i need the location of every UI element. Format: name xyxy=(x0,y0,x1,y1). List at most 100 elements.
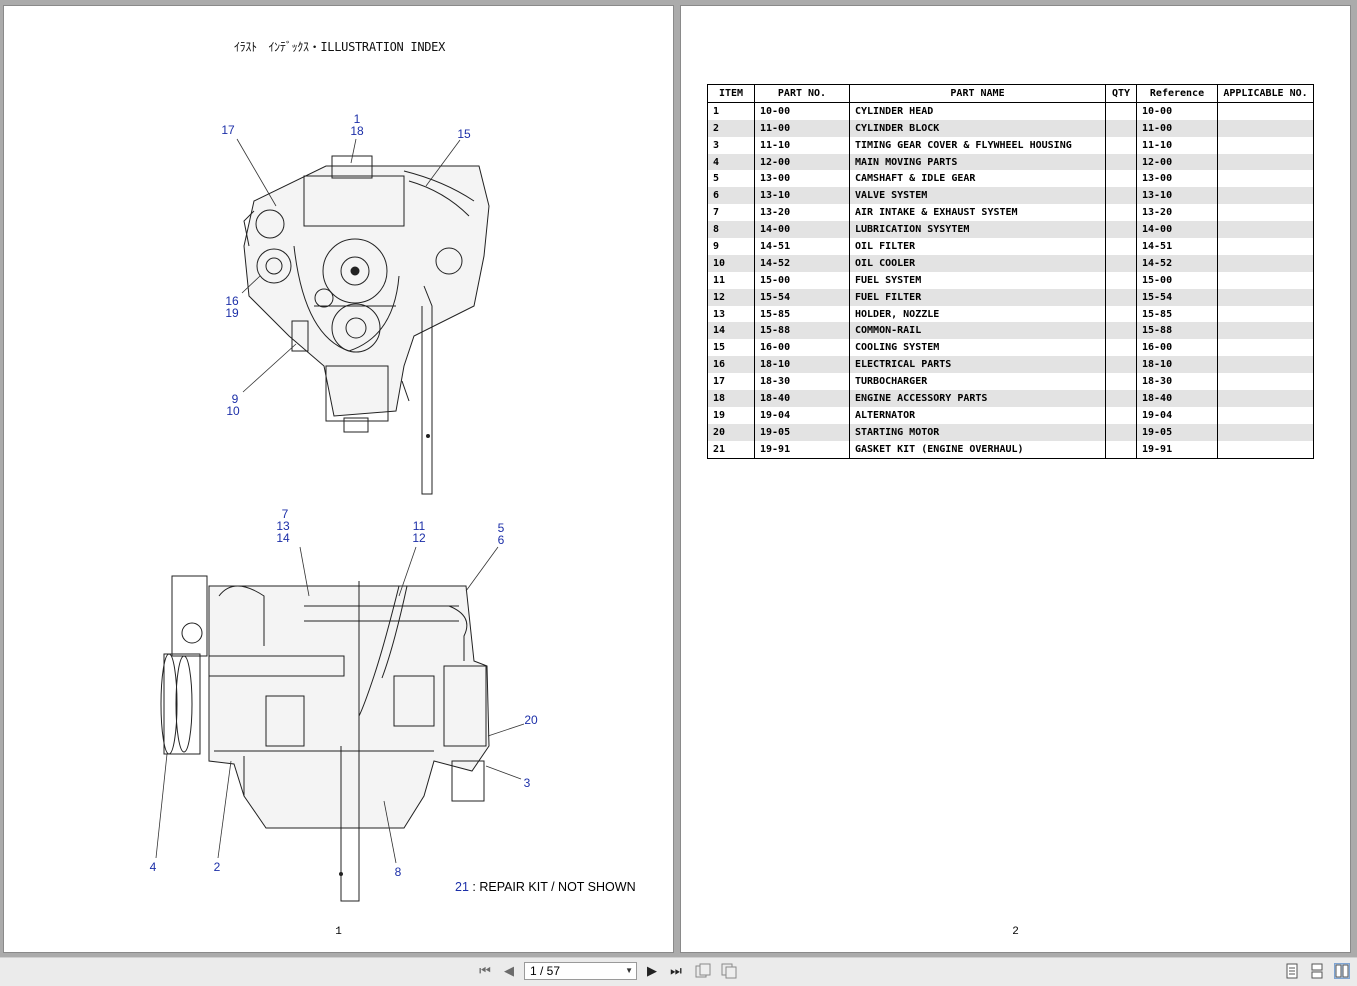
illustration-index-title: ｲﾗｽﾄ ｲﾝﾃﾞｯｸｽ・ILLUSTRATION INDEX xyxy=(233,40,446,54)
engine-front-view-drawing xyxy=(243,155,490,495)
first-page-icon[interactable]: ⏮ xyxy=(479,963,491,978)
table-cell xyxy=(1105,187,1137,205)
table-cell xyxy=(1217,440,1314,459)
table-cell: 14-00 xyxy=(1136,221,1218,239)
table-cell: 14-52 xyxy=(754,254,850,272)
table-cell: OIL FILTER xyxy=(849,238,1106,255)
table-cell xyxy=(1105,390,1137,407)
table-cell: 18-30 xyxy=(754,373,850,391)
column-header: ITEM xyxy=(707,84,755,103)
table-cell: COMMON-RAIL xyxy=(849,322,1106,340)
table-cell xyxy=(1217,305,1314,323)
two-page-view-icon[interactable] xyxy=(1334,963,1350,979)
table-cell: 15-88 xyxy=(754,322,850,340)
table-cell xyxy=(1105,406,1137,424)
table-cell: 16-00 xyxy=(754,339,850,357)
page-number-input[interactable]: 1 / 57 ▼ xyxy=(524,962,637,980)
table-cell: 13-20 xyxy=(754,204,850,222)
table-cell: 18-10 xyxy=(754,356,850,374)
table-cell: 18 xyxy=(707,390,755,407)
table-cell: 14-51 xyxy=(1136,238,1218,255)
table-cell xyxy=(1217,423,1314,441)
table-cell: TIMING GEAR COVER & FLYWHEEL HOUSING xyxy=(849,136,1106,154)
table-cell: FUEL FILTER xyxy=(849,288,1106,306)
table-cell xyxy=(1217,238,1314,255)
table-cell xyxy=(1105,322,1137,340)
table-cell: 13-00 xyxy=(754,170,850,188)
chevron-down-icon[interactable]: ▼ xyxy=(625,966,633,975)
table-cell: ELECTRICAL PARTS xyxy=(849,356,1106,374)
callout-20: 20 xyxy=(524,713,538,727)
single-page-view-icon[interactable] xyxy=(1284,963,1300,979)
table-cell: 13-00 xyxy=(1136,170,1218,188)
table-cell xyxy=(1105,271,1137,289)
table-cell xyxy=(1217,204,1314,222)
table-cell: HOLDER, NOZZLE xyxy=(849,305,1106,323)
prev-page-icon[interactable]: ◀ xyxy=(504,963,514,978)
next-page-icon[interactable]: ▶ xyxy=(647,963,657,978)
table-cell xyxy=(1217,288,1314,306)
table-cell xyxy=(1217,373,1314,391)
table-cell: OIL COOLER xyxy=(849,254,1106,272)
table-cell: 16 xyxy=(707,356,755,374)
table-cell xyxy=(1217,153,1314,171)
table-cell: 12-00 xyxy=(754,153,850,171)
table-cell xyxy=(1217,406,1314,424)
table-cell xyxy=(1217,187,1314,205)
callout-10: 10 xyxy=(226,404,240,418)
table-cell: 15-54 xyxy=(754,288,850,306)
viewer-toolbar: ⏮ ◀ 1 / 57 ▼ ▶ ⏭ xyxy=(0,957,1357,986)
table-cell: 14-52 xyxy=(1136,254,1218,272)
table-cell: 13-20 xyxy=(1136,204,1218,222)
table-cell xyxy=(1217,271,1314,289)
fit-width-icon[interactable] xyxy=(694,962,712,980)
table-cell: 11-00 xyxy=(754,119,850,137)
table-cell xyxy=(1105,356,1137,374)
table-cell: 12 xyxy=(707,288,755,306)
table-cell: 8 xyxy=(707,221,755,239)
table-cell xyxy=(1105,305,1137,323)
table-cell xyxy=(1217,102,1314,120)
table-cell: 1 xyxy=(707,102,755,120)
callout-5: 5 xyxy=(498,521,505,535)
column-header: Reference xyxy=(1136,84,1218,103)
table-cell: 12-00 xyxy=(1136,153,1218,171)
table-cell: 15-85 xyxy=(1136,305,1218,323)
table-cell: ENGINE ACCESSORY PARTS xyxy=(849,390,1106,407)
table-cell: 20 xyxy=(707,423,755,441)
table-cell: CYLINDER HEAD xyxy=(849,102,1106,120)
table-cell: COOLING SYSTEM xyxy=(849,339,1106,357)
table-cell: 9 xyxy=(707,238,755,255)
table-cell: TURBOCHARGER xyxy=(849,373,1106,391)
table-cell: 19-91 xyxy=(754,440,850,459)
continuous-view-icon[interactable] xyxy=(1309,963,1325,979)
table-cell: 19-05 xyxy=(1136,423,1218,441)
table-cell: 19-04 xyxy=(1136,406,1218,424)
table-cell: 3 xyxy=(707,136,755,154)
table-cell: MAIN MOVING PARTS xyxy=(849,153,1106,171)
table-cell: CYLINDER BLOCK xyxy=(849,119,1106,137)
fit-page-icon[interactable] xyxy=(720,962,738,980)
callout-8: 8 xyxy=(395,865,402,879)
table-cell xyxy=(1105,339,1137,357)
table-cell xyxy=(1217,322,1314,340)
table-cell xyxy=(1105,204,1137,222)
table-cell: 2 xyxy=(707,119,755,137)
page-1: ｲﾗｽﾄ ｲﾝﾃﾞｯｸｽ・ILLUSTRATION INDEX xyxy=(3,5,674,953)
table-cell: 13 xyxy=(707,305,755,323)
callout-14: 14 xyxy=(276,531,290,545)
page-indicator-text: 1 / 57 xyxy=(530,964,561,978)
callout-2: 2 xyxy=(214,860,221,874)
table-cell: 16-00 xyxy=(1136,339,1218,357)
last-page-icon[interactable]: ⏭ xyxy=(670,963,682,978)
table-cell: ALTERNATOR xyxy=(849,406,1106,424)
column-header: APPLICABLE NO. xyxy=(1217,84,1314,103)
